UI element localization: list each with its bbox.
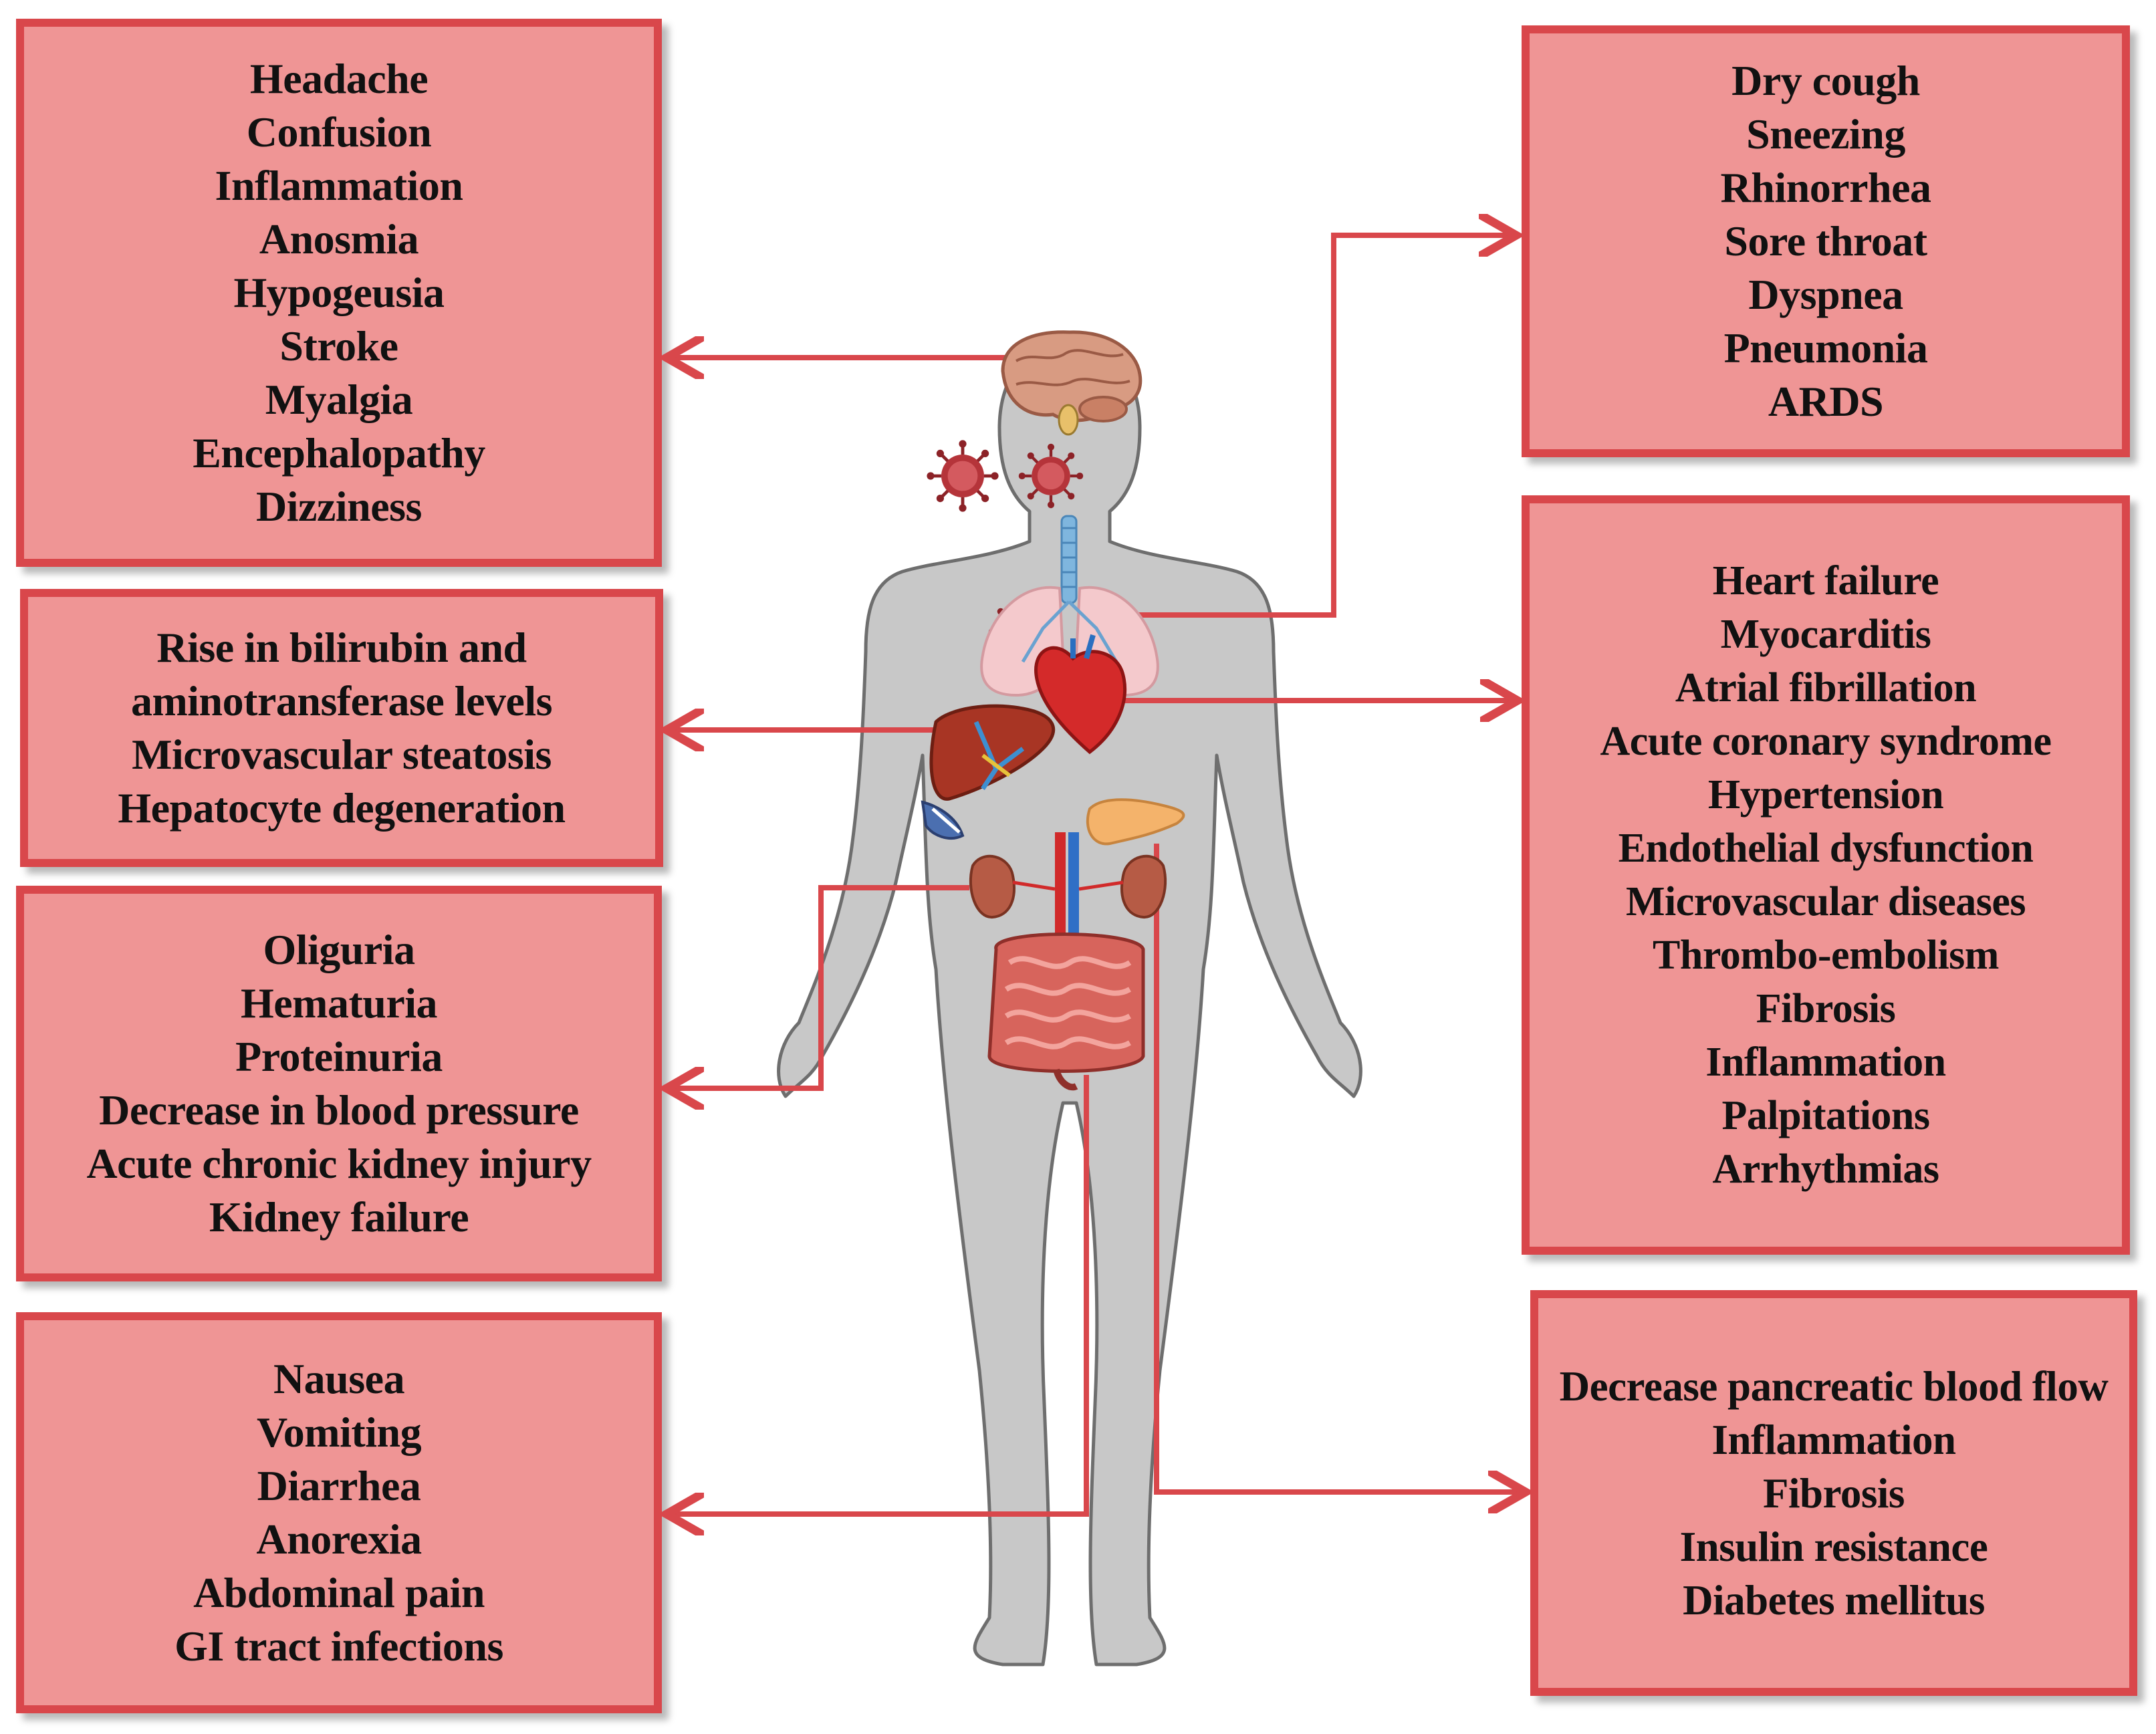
gastro-symptom-item: Anorexia bbox=[256, 1515, 422, 1563]
pancreatic-symptom-item: Insulin resistance bbox=[1679, 1523, 1988, 1570]
neuro-symptom-item: Dizziness bbox=[256, 483, 422, 530]
hepatic-symptom-item: Microvascular steatosis bbox=[132, 731, 552, 778]
pancreatic-symptom-item: Diabetes mellitus bbox=[1683, 1576, 1985, 1624]
renal-symptom-item: Proteinuria bbox=[235, 1033, 443, 1080]
heart-icon bbox=[1034, 634, 1127, 755]
gastro-symptom-item: Vomiting bbox=[256, 1408, 422, 1456]
neuro-symptom-item: Encephalopathy bbox=[193, 429, 485, 477]
cardiovascular-symptom-item: Arrhythmias bbox=[1712, 1146, 1939, 1192]
renal-symptom-item: Hematuria bbox=[240, 979, 438, 1027]
gastro-symptom-item: Nausea bbox=[273, 1355, 405, 1402]
cardiovascular-symptom-item: Inflammation bbox=[1705, 1039, 1946, 1085]
hepatic-symptoms-box: Rise in bilirubin and aminotransferase l… bbox=[20, 589, 663, 867]
cardiovascular-symptom-item: Fibrosis bbox=[1756, 986, 1896, 1031]
respiratory-symptom-item: Pneumonia bbox=[1723, 324, 1928, 372]
gastro-symptom-item: Abdominal pain bbox=[193, 1569, 485, 1616]
respiratory-symptom-item: Dry cough bbox=[1731, 57, 1920, 104]
pancreatic-symptom-item: Decrease pancreatic blood flow bbox=[1559, 1362, 2109, 1410]
kidney-connector-arrow bbox=[672, 885, 969, 1088]
gastro-symptom-item: GI tract infections bbox=[174, 1622, 503, 1670]
respiratory-symptom-item: Rhinorrhea bbox=[1720, 164, 1932, 211]
respiratory-symptom-item: Sore throat bbox=[1724, 217, 1927, 265]
pancreatic-symptom-item: Inflammation bbox=[1711, 1416, 1956, 1463]
renal-symptom-item: Oliguria bbox=[263, 926, 415, 973]
renal-symptom-item: Decrease in blood pressure bbox=[99, 1086, 579, 1134]
hepatic-symptom-item: Rise in bilirubin and aminotransferase l… bbox=[130, 624, 553, 725]
respiratory-symptom-item: ARDS bbox=[1768, 378, 1884, 425]
hepatic-symptom-item: Hepatocyte degeneration bbox=[118, 784, 566, 832]
cardiovascular-symptom-item: Heart failure bbox=[1712, 558, 1939, 604]
liver-icon bbox=[921, 704, 1056, 840]
neuro-symptom-item: Myalgia bbox=[265, 376, 413, 423]
cardiovascular-symptom-item: Hypertension bbox=[1707, 772, 1944, 818]
neuro-symptom-item: Headache bbox=[249, 55, 429, 102]
cardiovascular-symptom-item: Thrombo-embolism bbox=[1653, 933, 1999, 978]
cardiovascular-symptom-item: Endothelial dysfunction bbox=[1618, 826, 2034, 871]
cardiovascular-symptom-item: Atrial fibrillation bbox=[1675, 665, 1977, 711]
respiratory-symptom-item: Dyspnea bbox=[1748, 271, 1903, 318]
neuro-symptom-item: Hypogeusia bbox=[233, 269, 445, 316]
renal-symptom-item: Kidney failure bbox=[209, 1193, 469, 1241]
cardiovascular-symptom-item: Myocarditis bbox=[1720, 612, 1931, 657]
intestine-icon bbox=[987, 933, 1145, 1091]
cardiovascular-symptom-item: Acute coronary syndrome bbox=[1600, 719, 2052, 764]
cardiovascular-symptom-item: Palpitations bbox=[1721, 1093, 1930, 1138]
cardiovascular-symptom-item: Microvascular diseases bbox=[1625, 879, 2026, 924]
pancreas-icon bbox=[1086, 798, 1185, 846]
renal-symptom-item: Acute chronic kidney injury bbox=[86, 1140, 592, 1187]
gastro-symptom-item: Diarrhea bbox=[257, 1462, 421, 1509]
neuro-symptom-item: Inflammation bbox=[215, 162, 463, 209]
brain-icon bbox=[1001, 330, 1143, 436]
lung-connector-arrow bbox=[1136, 235, 1511, 618]
pancreatic-symptom-item: Fibrosis bbox=[1763, 1469, 1905, 1517]
respiratory-symptom-item: Sneezing bbox=[1746, 110, 1905, 158]
neuro-symptom-item: Stroke bbox=[279, 322, 398, 370]
intestine-connector-arrow bbox=[672, 1075, 1089, 1514]
neuro-symptom-item: Confusion bbox=[246, 108, 432, 156]
neuro-symptom-item: Anosmia bbox=[259, 215, 419, 263]
pancreas-connector-arrow bbox=[1154, 844, 1520, 1492]
kidney-icon bbox=[969, 832, 1167, 966]
